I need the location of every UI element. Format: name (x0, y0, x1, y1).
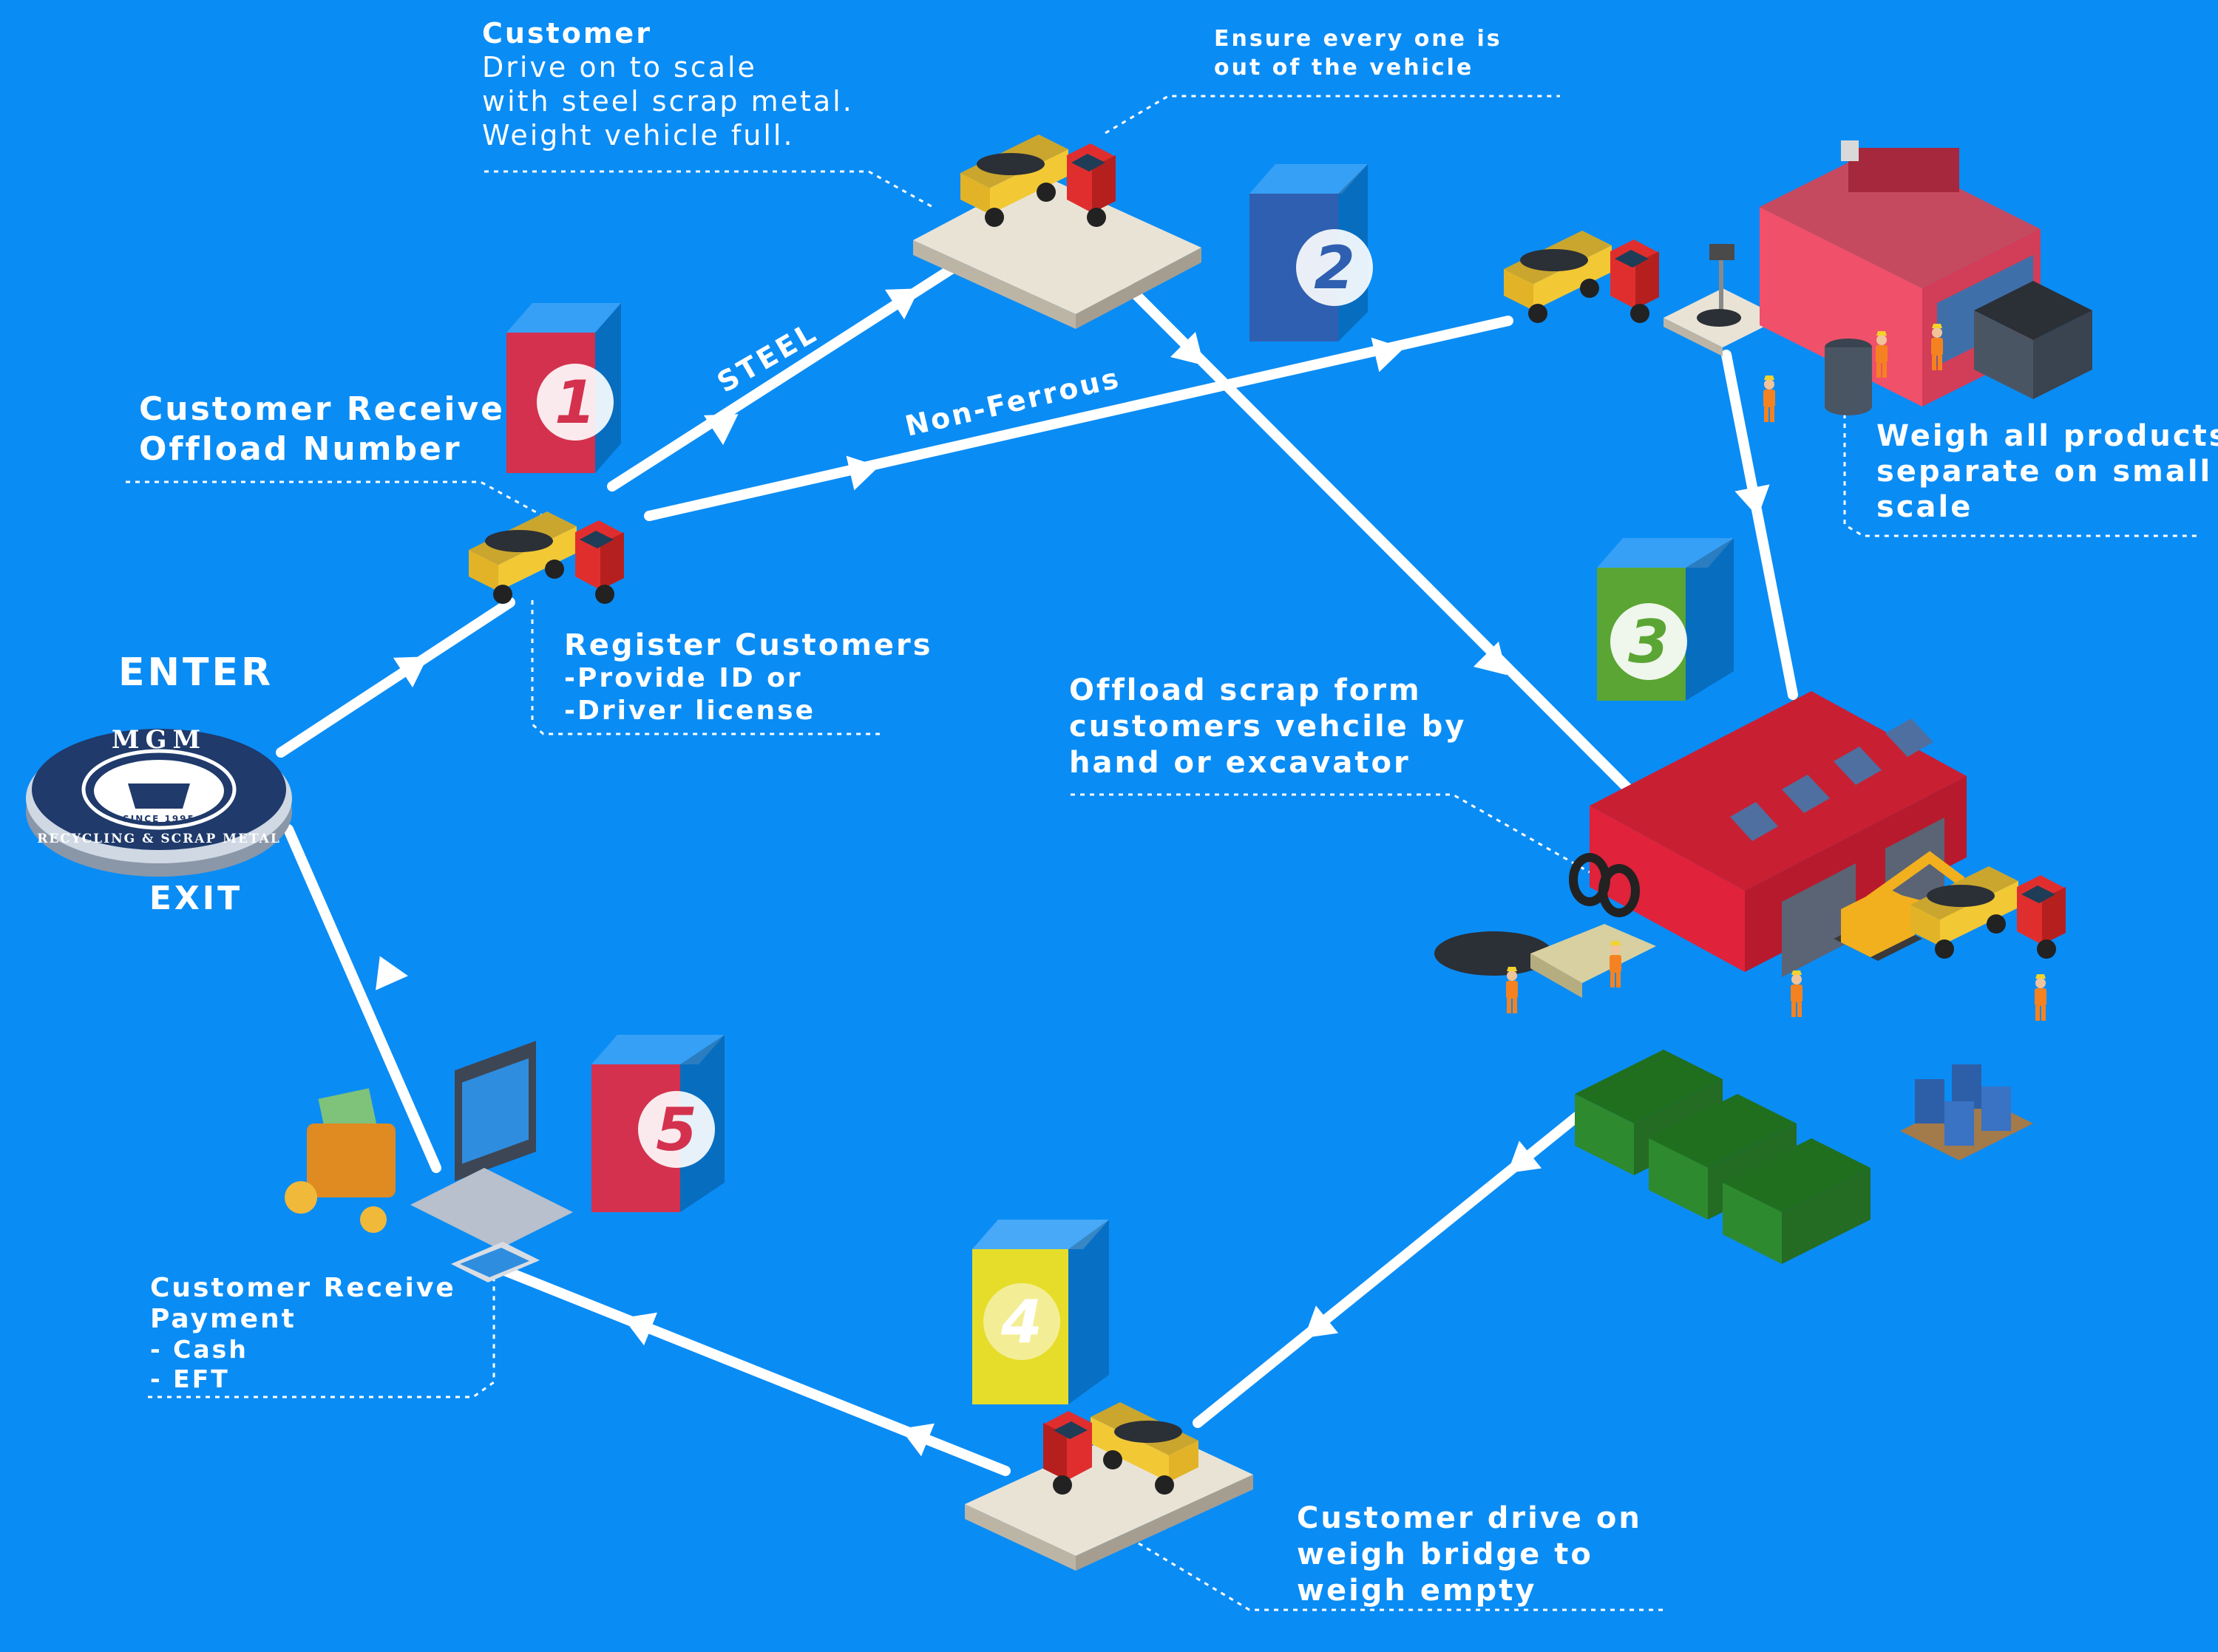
label-line: Weigh all products (1876, 419, 2218, 453)
step-number: 2 (1314, 234, 1355, 302)
callout-ensure (1105, 95, 1560, 135)
label-line: Ensure every one is (1214, 26, 1502, 52)
mgm-logo: MGM SINCE 1995 RECYCLING & SCRAP METAL (26, 725, 292, 877)
scale-platform-full (913, 174, 1201, 329)
wallet-icon (285, 1088, 396, 1233)
callout-offload-scrap (1071, 793, 1590, 874)
step-number: 3 (1628, 608, 1669, 676)
label-line: separate on small (1876, 455, 2213, 489)
step-number: 5 (656, 1095, 697, 1164)
arrow-icon (1507, 1141, 1542, 1174)
label-line: -Provide ID or (564, 663, 803, 693)
step-cube-1: 1 (506, 303, 621, 473)
label-line: hand or excavator (1069, 746, 1411, 780)
arrow-icon (1371, 337, 1404, 373)
label-offload-number: Customer Receive Offload Number (139, 390, 505, 469)
scrap-car-icon (1434, 924, 1656, 998)
path-entry-to-registration (276, 597, 515, 758)
label-line: -Driver license (564, 696, 815, 726)
exit-label: EXIT (149, 880, 243, 917)
callout-payment (148, 1279, 495, 1398)
worker-icon (2035, 974, 2046, 1021)
path-payment-to-exit (283, 824, 441, 1173)
arrow-icon (1170, 332, 1204, 366)
arrow-icon (1473, 642, 1508, 676)
tires-icon (1569, 853, 1640, 917)
callout-register (531, 600, 880, 735)
callout-weigh-empty (1138, 1542, 1667, 1611)
label-line: Offload Number (139, 430, 462, 468)
barrel-icon (1825, 339, 1872, 415)
logo-brand: MGM (112, 725, 206, 755)
label-line: with steel scrap metal. (482, 85, 854, 118)
label-line: - Cash (150, 1335, 248, 1364)
worker-icon (1791, 971, 1802, 1017)
label-offload-scrap: Offload scrap form customers vehcile by … (1069, 673, 1466, 781)
label-payment: Customer Receive Payment - Cash - EFT (150, 1273, 456, 1394)
laptop-icon (410, 1041, 573, 1249)
warehouse-icon (1590, 691, 1967, 977)
worker-icon (1763, 375, 1775, 422)
logo-ring-text: RECYCLING & SCRAP METAL (37, 832, 281, 846)
callout-weigh-small (1843, 414, 2200, 537)
label-title: Customer Receive (150, 1273, 456, 1303)
step-cube-5: 5 (591, 1035, 725, 1212)
label-line: customers vehcile by (1069, 710, 1467, 744)
arrow-icon (703, 414, 739, 446)
path-nonferrous-route (644, 316, 1513, 521)
label-line: Offload scrap form (1069, 673, 1422, 707)
worker-icon (1506, 967, 1518, 1013)
arrow-icon (1734, 484, 1770, 517)
step-cube-2: 2 (1249, 164, 1373, 341)
truck-icon (469, 511, 624, 604)
label-line: Customer Receive (139, 390, 506, 428)
worker-icon (1610, 941, 1621, 988)
arrow-icon (846, 455, 879, 491)
arrow-icon (1303, 1305, 1339, 1339)
callout-scale-full (484, 170, 936, 210)
logo-since: SINCE 1995 (123, 814, 195, 824)
phone-icon (451, 1242, 540, 1282)
step-cube-3: 3 (1597, 538, 1734, 701)
label-title: Register Customers (564, 628, 933, 662)
barrel-icon (1900, 1064, 2033, 1160)
label-line: weigh bridge to (1297, 1537, 1593, 1571)
step-number: 4 (1000, 1288, 1042, 1356)
route-arrows (376, 288, 1770, 1457)
arrow-icon (376, 956, 408, 990)
label-weigh-empty: Customer drive on weigh bridge to weigh … (1297, 1500, 1642, 1609)
step-cube-4: 4 (972, 1220, 1109, 1404)
callout-lines (126, 95, 2200, 1611)
step-number: 1 (554, 368, 596, 437)
arrow-icon (900, 1423, 935, 1457)
label-line: Weight vehicle full. (482, 119, 795, 152)
arrow-icon (623, 1312, 657, 1346)
label-title: Customer (482, 17, 652, 50)
label-scale-full: Customer Drive on to scale with steel sc… (482, 16, 854, 152)
truck-icon (1504, 231, 1659, 323)
label-line: weigh empty (1297, 1574, 1537, 1608)
enter-label: ENTER (118, 650, 274, 695)
label-weigh-small-scale: Weigh all products separate on small sca… (1876, 418, 2218, 525)
label-line: - EFT (150, 1364, 230, 1393)
container-icon (1974, 281, 2092, 399)
arrow-icon (393, 656, 428, 688)
arrow-icon (884, 288, 920, 320)
label-ensure-empty: Ensure every one is out of the vehicle (1214, 24, 1502, 82)
label-line: Drive on to scale (482, 51, 757, 84)
label-line: scale (1876, 490, 1973, 524)
label-line: Customer drive on (1297, 1501, 1642, 1535)
scale-icon (1664, 244, 1782, 356)
label-line: out of the vehicle (1214, 55, 1474, 81)
label-register-customers: Register Customers -Provide ID or -Drive… (564, 628, 933, 727)
path-smallscale-to-warehouse (1721, 350, 1798, 700)
label-title: Payment (150, 1304, 296, 1334)
callout-offload-number (126, 480, 563, 528)
